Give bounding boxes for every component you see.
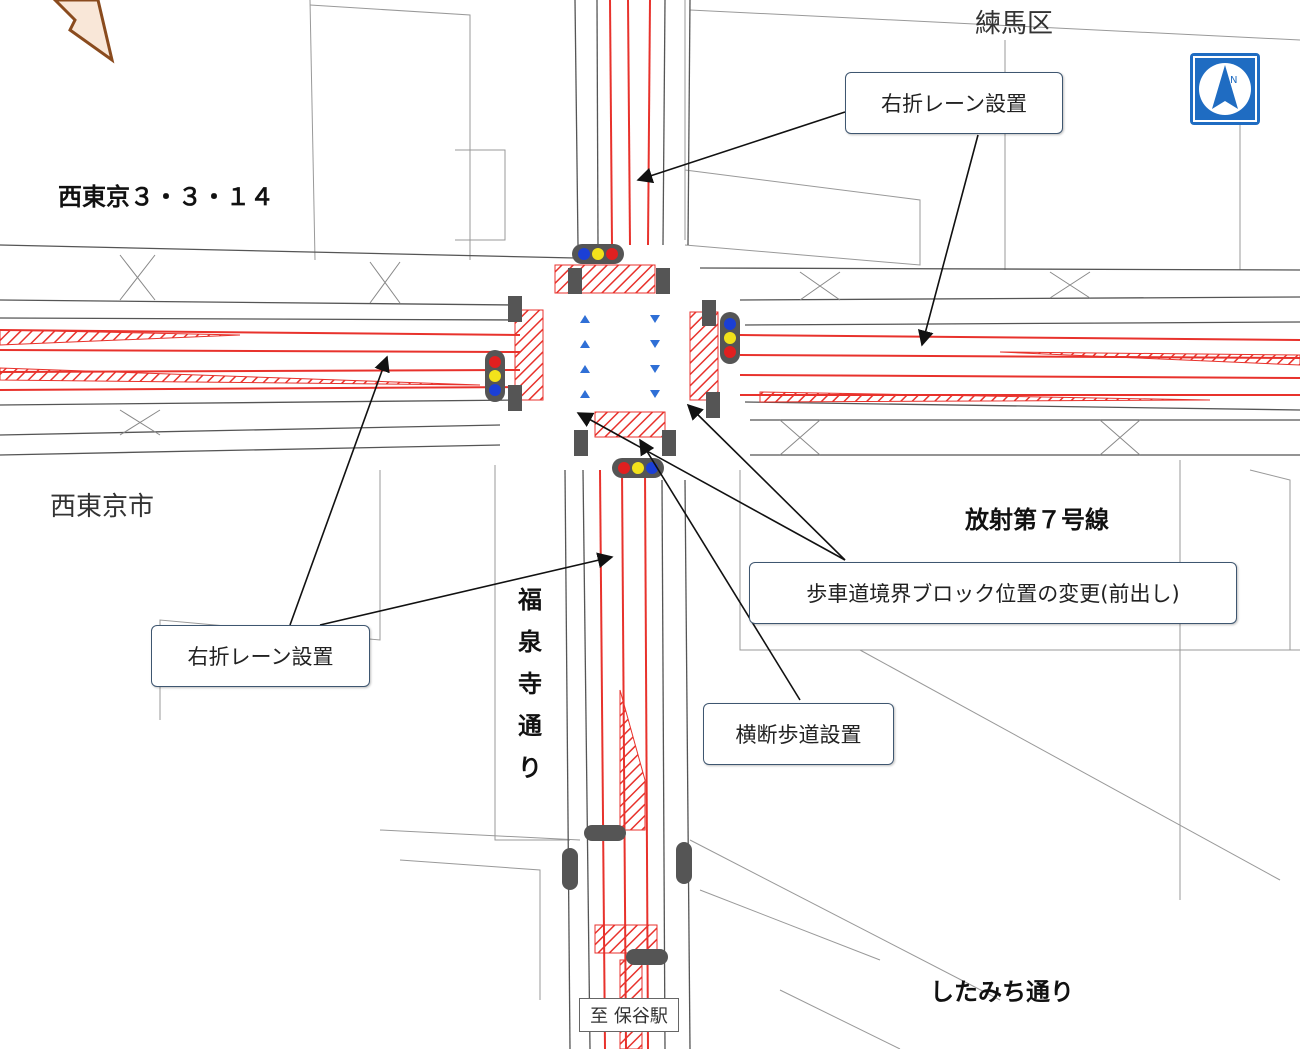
- callout-crosswalk: 横断歩道設置: [703, 703, 894, 765]
- label-fukusenji-1: 福: [517, 586, 542, 614]
- label-fukusenji-4: 通: [518, 712, 542, 740]
- label-nishitokyo-city: 西東京市: [50, 492, 154, 522]
- label-hosha7: 放射第７号線: [964, 506, 1109, 534]
- callout-right-turn-lane-south: 右折レーン設置: [151, 625, 370, 687]
- label-nerima: 練馬区: [975, 9, 1053, 39]
- traffic-signals-lower: [562, 825, 692, 965]
- callout-curb-block-change: 歩車道境界ブロック位置の変更(前出し): [749, 562, 1237, 624]
- road-hosha7: [0, 244, 1300, 456]
- parcel-lines: [159, 0, 1300, 1049]
- direction-arrow-icon: [52, 0, 115, 64]
- traffic-signal-east: [720, 312, 740, 364]
- callout-arrows: [289, 111, 979, 701]
- road-fukusenji: [564, 0, 691, 1049]
- label-nishitokyo-road: 西東京３・３・１４: [58, 183, 274, 211]
- label-fukusenji-3: 寺: [518, 670, 542, 698]
- label-fukusenji-2: 泉: [518, 628, 543, 656]
- label-shitamichi: したみち通り: [930, 978, 1074, 1006]
- fence-pattern: [119, 254, 1141, 456]
- north-arrow-icon: N: [1190, 53, 1260, 125]
- crosswalks: [514, 264, 719, 954]
- label-station-direction: 至 保谷駅: [579, 998, 679, 1032]
- callout-right-turn-lane-north: 右折レーン設置: [845, 72, 1063, 134]
- lane-direction-arrows: [580, 315, 660, 398]
- traffic-signal-north: [572, 244, 624, 264]
- traffic-signal-south: [612, 458, 664, 478]
- svg-text:N: N: [1230, 75, 1237, 86]
- pedestrian-signals: [508, 268, 720, 456]
- traffic-signal-west: [485, 350, 505, 402]
- label-fukusenji-5: り: [518, 754, 542, 782]
